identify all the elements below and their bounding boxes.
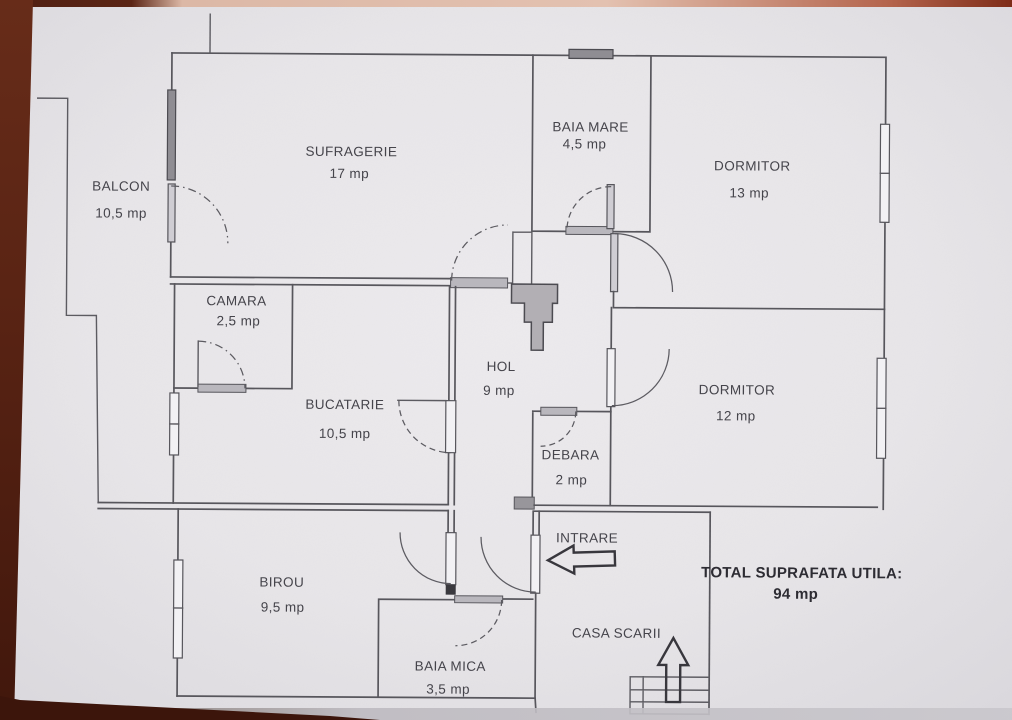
room-area-birou: 9,5 mp — [261, 600, 305, 615]
room-label-dormitor13: DORMITOR — [714, 158, 791, 173]
room-label-debara: DEBARA — [542, 447, 600, 462]
livingroom-door-sill — [450, 277, 509, 289]
livingroom-door-arc — [450, 224, 508, 281]
chimney-block — [510, 283, 559, 351]
room-area-debara: 2 mp — [556, 472, 588, 487]
pantry-walls — [173, 283, 294, 393]
photo-left-wood-edge — [0, 0, 33, 720]
bedroom13-door-arc — [614, 233, 674, 293]
bathroom-large-window — [568, 48, 614, 60]
livingroom-door — [450, 224, 509, 289]
closet-door-sill — [540, 406, 578, 416]
total-area-label: TOTAL SUPRAFATA UTILA: — [701, 564, 902, 582]
bathroom-large-walls — [506, 48, 652, 285]
room-label-baia-mica: BAIA MICA — [415, 658, 486, 673]
balcony-window — [166, 89, 177, 181]
bedroom-doors — [606, 233, 886, 507]
bathroom-small-door-sill — [454, 595, 504, 604]
office-door-arc — [399, 532, 451, 585]
right-wall-windows — [875, 123, 891, 459]
stairs-up-arrow-icon — [656, 635, 691, 704]
room-area-dormitor13: 13 mp — [729, 185, 769, 200]
room-label-balcon: BALCON — [92, 178, 150, 193]
bathroom-small-walls — [176, 595, 536, 700]
entrance-door-arc — [480, 536, 536, 593]
bedroom12-door-jamb — [606, 348, 616, 408]
lower-main-wall — [97, 501, 879, 514]
kitchen-door-arc — [398, 400, 451, 454]
entrance-walls — [399, 510, 541, 714]
bathroom-large-door-arc — [566, 186, 612, 231]
room-area-dormitor12: 12 mp — [716, 408, 756, 423]
photo-bottom-left-corner — [0, 696, 380, 720]
pantry-door-sill — [197, 383, 247, 393]
stairwell-label: CASA SCARII — [572, 625, 661, 641]
room-area-bucatarie: 10,5 mp — [319, 426, 371, 441]
room-label-sufragerie: SUFRAGERIE — [305, 144, 397, 160]
bathroom-large-door-leaf — [606, 184, 615, 230]
hall-west-wall — [397, 285, 457, 534]
room-area-sufragerie: 17 mp — [329, 166, 369, 181]
closet-walls — [513, 406, 612, 510]
entrance-arrow-icon — [545, 543, 617, 576]
kitchen-door-jamb — [444, 400, 457, 454]
balcony-door-leaf — [167, 183, 176, 243]
room-labels: BALCON 10,5 mp SUFRAGERIE 17 mp BAIA MAR… — [92, 119, 902, 697]
entrance-door-jamb — [530, 534, 541, 594]
room-area-baia-mare: 4,5 mp — [563, 136, 607, 151]
office-door-jamb — [445, 532, 457, 586]
total-area-value: 94 mp — [773, 586, 818, 603]
room-area-camara: 2,5 mp — [216, 313, 260, 328]
room-label-bucatarie: BUCATARIE — [305, 397, 384, 412]
room-area-baia-mica: 3,5 mp — [426, 682, 470, 697]
room-label-baia-mare: BAIA MARE — [552, 119, 628, 134]
bathroom-large-door-sill — [565, 225, 614, 236]
photo-top-edge — [0, 0, 1012, 7]
bedroom12-door-arc — [611, 348, 670, 407]
room-label-dormitor12: DORMITOR — [699, 382, 776, 397]
pantry-door-arc — [198, 340, 246, 389]
room-area-balcon: 10,5 mp — [95, 205, 147, 220]
bathroom-small-door-arc — [455, 599, 503, 647]
room-label-birou: BIROU — [259, 574, 304, 589]
room-label-hol: HOL — [487, 359, 516, 374]
entrance-label: INTRARE — [556, 530, 618, 545]
wall-pier-dark — [445, 584, 456, 595]
wall-pier — [513, 496, 535, 510]
room-area-hol: 9 mp — [483, 383, 515, 398]
bedroom13-door-leaf — [609, 233, 619, 293]
office-window — [172, 559, 184, 659]
room-label-camara: CAMARA — [206, 293, 266, 308]
left-wall — [166, 52, 452, 697]
